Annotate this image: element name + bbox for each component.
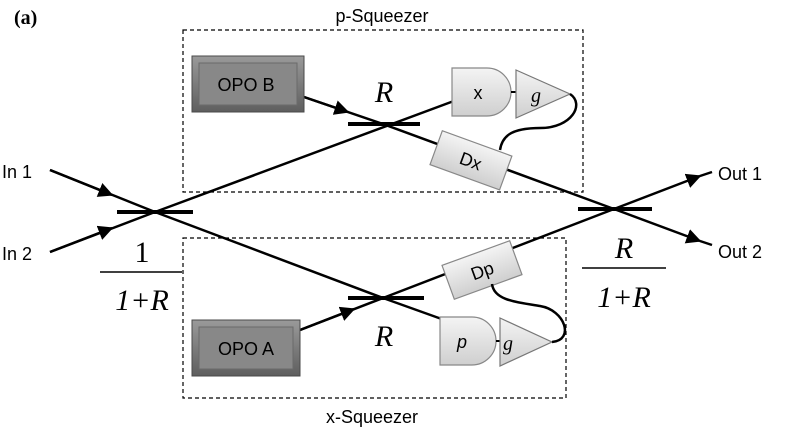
detector-p: p (439, 316, 497, 366)
panel-label: (a) (14, 7, 37, 29)
beam-to-x-squeezer (154, 210, 384, 300)
opo-b-box: OPO B (191, 55, 305, 113)
input-2-label: In 2 (2, 244, 32, 264)
detector-p-label: p (456, 332, 467, 352)
detector-x: x (451, 67, 512, 117)
detector-x-label: x (474, 83, 483, 103)
input-beam-2-arrow (49, 225, 114, 254)
output-2-label: Out 2 (718, 242, 762, 262)
output-beam-2-tail (699, 239, 713, 247)
x-squeezer-r-label: R (374, 320, 393, 353)
opo-a-box: OPO A (191, 319, 301, 377)
input-ratio-denominator: 1+R (115, 284, 169, 317)
p-squeezer-title: p-Squeezer (335, 6, 428, 26)
gain-amplifier-p: g (515, 69, 572, 119)
displacement-dx: Dx (429, 130, 513, 191)
gain-x-label: g (503, 333, 513, 355)
p-squeezer-box (182, 29, 584, 193)
gain-amplifier-x: g (499, 317, 554, 367)
opo-a-beam-arrow (299, 306, 356, 332)
output-beam-1 (613, 173, 702, 211)
x-squeezer-title: x-Squeezer (326, 407, 418, 427)
beam-to-p-squeezer (154, 93, 471, 214)
feedback-wire-p (498, 92, 578, 151)
output-beam-2 (613, 207, 702, 244)
opo-a-label: OPO A (218, 339, 274, 359)
opo-b-label: OPO B (217, 75, 274, 95)
input-beam-1-arrow (49, 168, 114, 197)
displacement-dp: Dp (441, 240, 523, 300)
p-squeezer-r-label: R (374, 76, 393, 109)
output-1-label: Out 1 (718, 164, 762, 184)
opo-b-beam-arrow (303, 95, 350, 115)
input-ratio-numerator: 1 (135, 236, 150, 269)
x-squeezer-box (182, 237, 567, 399)
x-squeezer-detector-beam (382, 296, 451, 324)
input-1-label: In 1 (2, 162, 32, 182)
output-ratio-numerator: R (614, 232, 633, 265)
gain-p-label: g (531, 85, 541, 107)
output-ratio-denominator: 1+R (597, 281, 651, 314)
output-beam-1-tail (699, 170, 713, 178)
feedback-wire-x (490, 283, 566, 344)
